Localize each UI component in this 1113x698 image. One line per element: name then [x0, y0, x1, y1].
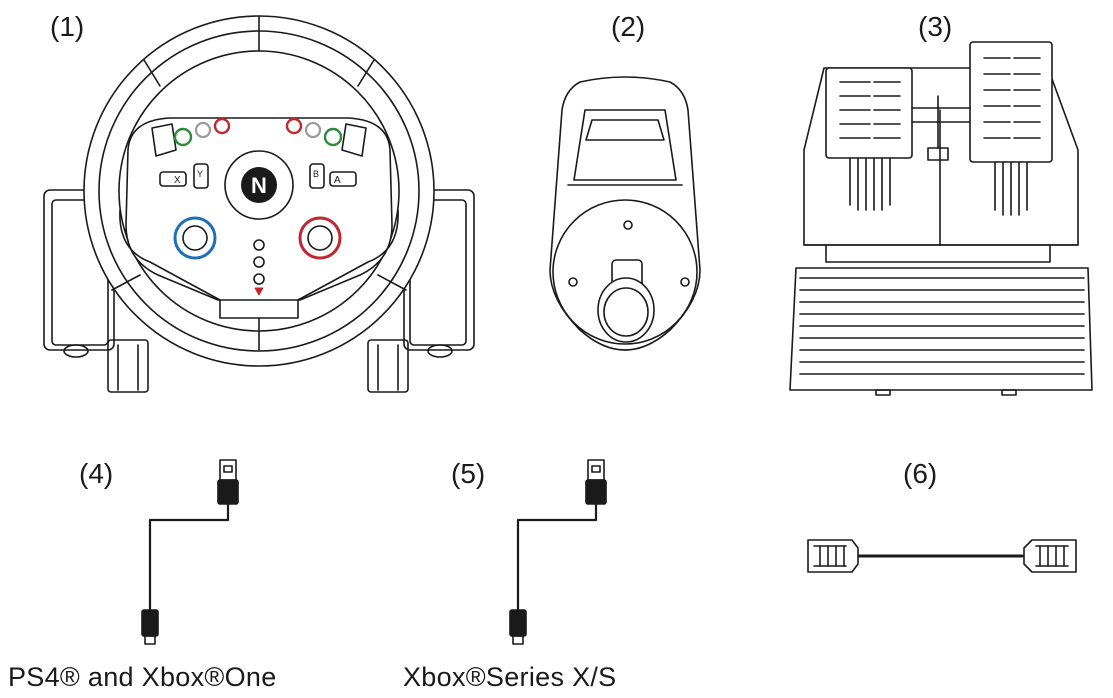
button-y-label: Y — [197, 169, 203, 179]
button-a-label: A — [334, 175, 341, 186]
item-label-3: (3) — [918, 11, 953, 42]
item-label-4: (4) — [79, 458, 114, 489]
item-label-1: (1) — [50, 11, 85, 42]
button-b-label: B — [313, 169, 319, 179]
item-label-5: (5) — [451, 458, 486, 489]
wheel-logo: N — [251, 173, 267, 198]
gear-shifter — [549, 76, 701, 351]
cable-4-caption: PS4® and Xbox®One — [8, 662, 277, 692]
cable-5-caption: Xbox®Series X/S — [403, 662, 617, 692]
usb-cable-ps4-xbox-one — [141, 459, 239, 645]
button-x-label: X — [174, 175, 181, 186]
item-label-6: (6) — [903, 458, 938, 489]
pedals — [789, 41, 1093, 396]
item-label-2: (2) — [611, 11, 646, 42]
steering-wheel: X Y B A N — [43, 15, 475, 393]
usb-cable-xbox-series — [509, 459, 607, 645]
rj-cable — [807, 539, 1077, 573]
